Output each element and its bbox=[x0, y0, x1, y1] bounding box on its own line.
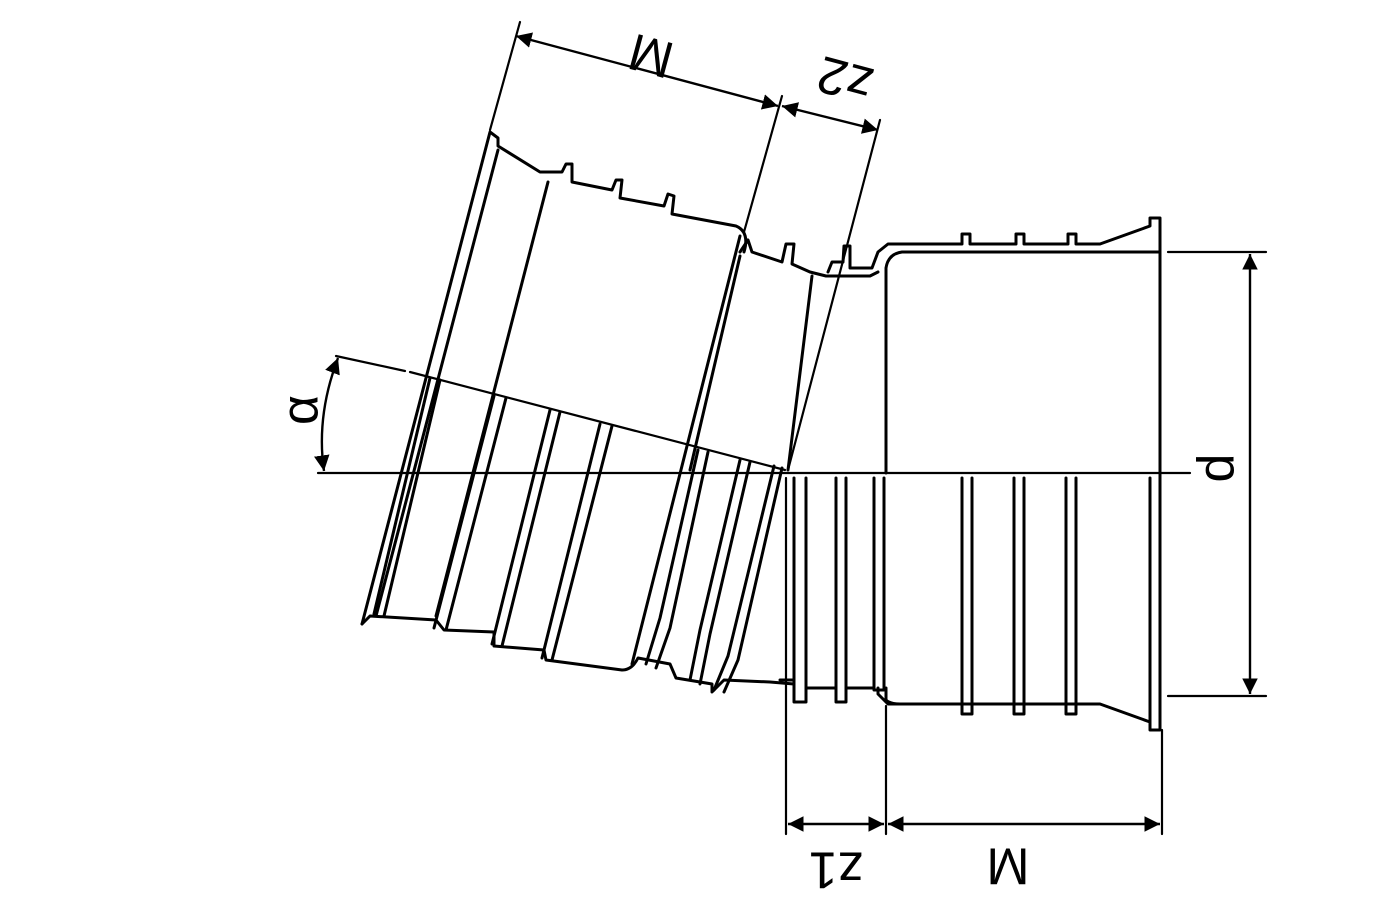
angled-axis-line bbox=[408, 370, 787, 472]
right-lower-ribs bbox=[778, 476, 1152, 724]
dimension-z2-label: z2 bbox=[811, 44, 879, 114]
right-socket-bottom bbox=[884, 686, 902, 706]
dimension-z1-label: z1 bbox=[809, 840, 864, 898]
left-socket-inner bbox=[374, 148, 500, 618]
dimension-m-top-arrow bbox=[515, 32, 779, 110]
bend-transition bbox=[688, 238, 880, 472]
right-socket-inner bbox=[884, 250, 1162, 475]
transition-top-outline bbox=[738, 238, 880, 278]
right-pipe-section bbox=[778, 216, 1162, 732]
dimension-m-bottom-label: M bbox=[986, 836, 1029, 894]
left-section-outline bbox=[360, 130, 748, 626]
dimension-d: d bbox=[1166, 250, 1268, 698]
left-pipe-section bbox=[360, 130, 796, 694]
angle-reference-line-stub bbox=[334, 354, 407, 373]
dimension-z1-m-bottom: z1 M bbox=[784, 476, 1164, 898]
dimension-alpha: α bbox=[272, 357, 340, 472]
dimension-z2-arrow bbox=[781, 102, 879, 134]
transition-right-edge bbox=[786, 274, 814, 472]
right-section-outline bbox=[826, 216, 1162, 732]
left-socket-inner-3 bbox=[630, 234, 742, 666]
dimension-d-label: d bbox=[1188, 454, 1246, 483]
reference-lines bbox=[316, 354, 1192, 475]
transition-left-edge bbox=[688, 254, 742, 472]
dimension-m-top-label: M bbox=[623, 22, 680, 89]
left-lower-ribs bbox=[372, 376, 784, 694]
dimension-alpha-label: α bbox=[272, 395, 330, 425]
alpha-arc-arrow bbox=[314, 357, 340, 472]
